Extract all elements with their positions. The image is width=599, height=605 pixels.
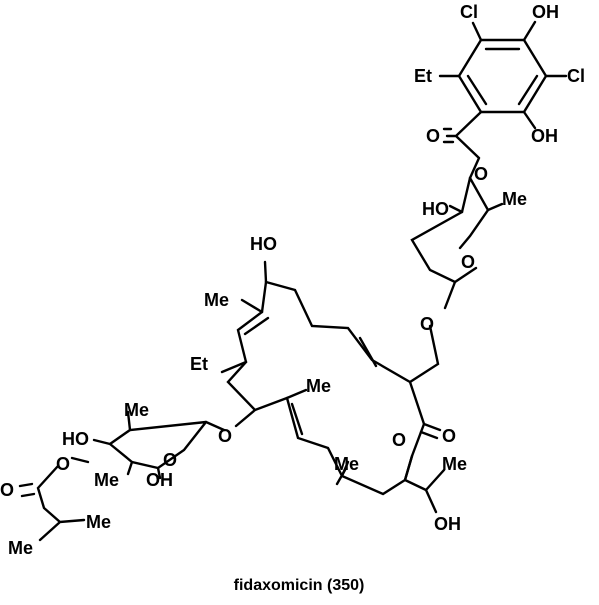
benzoate-carbonyl-double-bond	[442, 127, 455, 144]
label-o-isobutyrate: O	[0, 480, 14, 500]
label-me-lower-sugar-top: Me	[124, 400, 149, 420]
label-o-lactone-carbonyl: O	[442, 426, 456, 446]
label-me-sugar: Me	[502, 189, 527, 209]
label-o-lactone: O	[392, 430, 406, 450]
label-o-ester: O	[474, 164, 488, 184]
compound-caption: fidaxomicin (350)	[234, 577, 365, 594]
aromatic-ring-inner-bonds	[466, 47, 539, 106]
label-oh-ring: OH	[531, 126, 558, 146]
isobutyrate-carbonyl-double-bond	[18, 482, 36, 498]
upper-sugar-ring-bonds	[410, 176, 490, 284]
lactone-carbonyl-double-bond	[419, 422, 442, 440]
label-oh-side-chain: OH	[434, 514, 461, 534]
label-o-sugar-ring: O	[461, 252, 475, 272]
label-et-aryl: Et	[414, 66, 432, 86]
label-me-side-chain: Me	[442, 454, 467, 474]
macrolide-double-bonds	[243, 316, 378, 486]
label-oh-top: OH	[532, 2, 559, 22]
macrolide-ring-bonds	[226, 280, 426, 496]
label-ho-lower-sugar: HO	[62, 429, 89, 449]
label-me-triene: Me	[334, 454, 359, 474]
bond-lines	[18, 20, 568, 542]
lower-sugar-substituent-bonds	[70, 410, 226, 480]
upper-sugar-substituent-bonds	[443, 202, 504, 310]
label-o-carbonyl: O	[426, 126, 440, 146]
linker-bonds	[408, 324, 440, 384]
label-o-acyl: O	[56, 454, 70, 474]
label-me-lower-sugar: Me	[94, 470, 119, 490]
label-ho-sugar: HO	[422, 199, 449, 219]
lower-sugar-ring-bonds	[108, 420, 208, 470]
label-o-glycoside: O	[218, 426, 232, 446]
label-me-diene: Me	[306, 376, 331, 396]
aromatic-substituent-bonds	[438, 20, 568, 130]
label-me-isobutyrate: Me	[86, 512, 111, 532]
label-oh-lower-sugar: OH	[146, 470, 173, 490]
label-et-macrocycle: Et	[190, 354, 208, 374]
benzoate-ester-bonds	[445, 110, 483, 180]
label-cl-right: Cl	[567, 66, 585, 86]
macrolide-substituent-bonds	[220, 260, 446, 514]
label-me-macrocycle: Me	[204, 290, 229, 310]
label-ho-macrocycle: HO	[250, 234, 277, 254]
label-me-isobutyrate-2: Me	[8, 538, 33, 558]
isobutyrate-bonds	[36, 464, 86, 542]
label-cl-top: Cl	[460, 2, 478, 22]
atom-labels: Cl OH Et Cl O OH O HO Me O HO Me O Et Me…	[0, 2, 585, 558]
label-o-lower-sugar-ring: O	[163, 450, 177, 470]
aromatic-ring-bonds	[457, 38, 548, 114]
label-o-linker: O	[420, 314, 434, 334]
